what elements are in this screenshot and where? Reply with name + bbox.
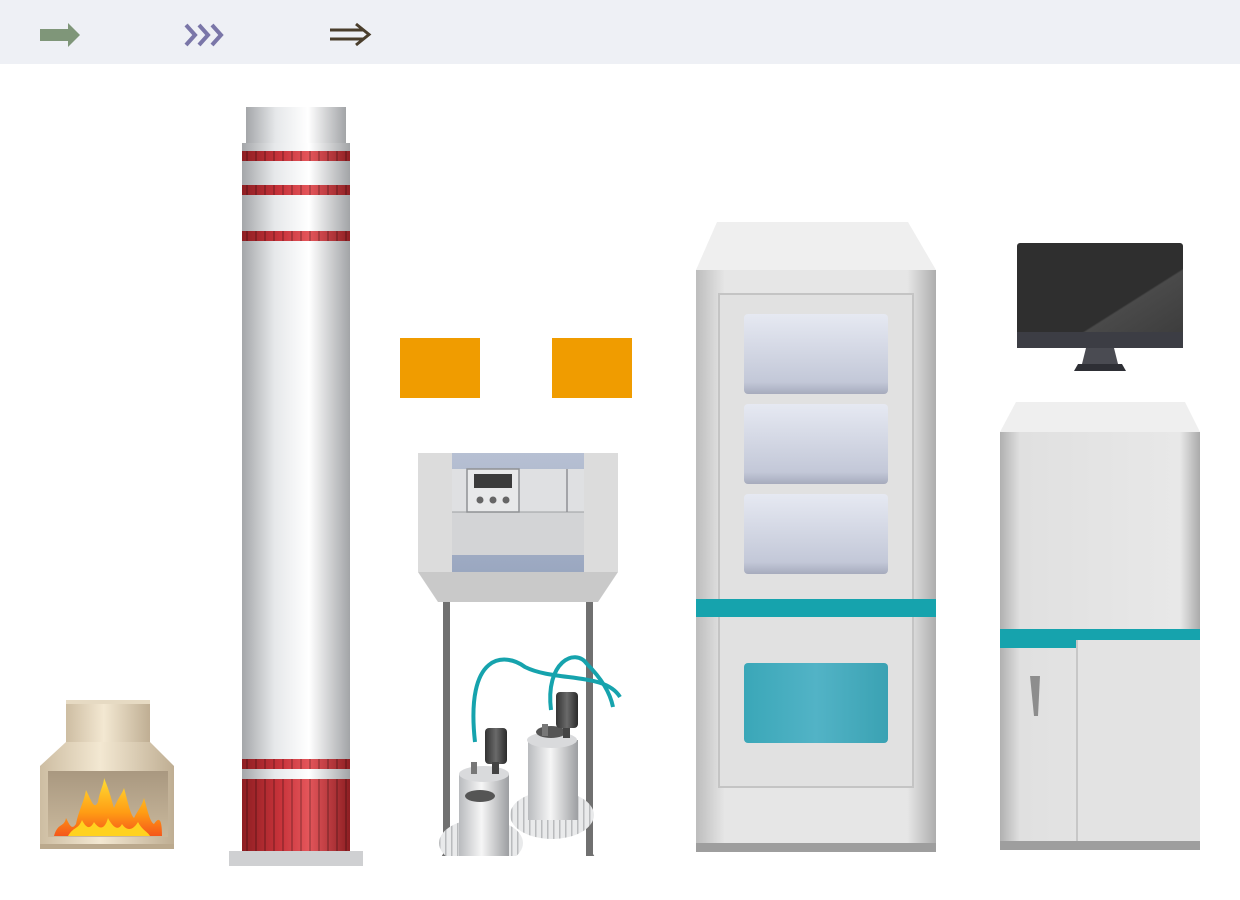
label-placeholder-right[interactable] — [552, 338, 632, 398]
diagram-canvas — [0, 64, 1240, 900]
computer-workstation-icon[interactable] — [998, 240, 1202, 852]
label-placeholder-left[interactable] — [400, 338, 480, 398]
solid-arrow-tool[interactable] — [38, 20, 82, 50]
solid-arrow-icon — [40, 23, 80, 47]
double-line-arrow-tool[interactable] — [328, 20, 372, 50]
triple-chevron-arrow-tool[interactable] — [183, 20, 227, 50]
triple-chevron-arrow-icon — [184, 23, 224, 47]
connector-toolbar — [0, 0, 1240, 64]
furnace-icon[interactable] — [38, 698, 178, 850]
sampling-pump-station-icon[interactable] — [415, 452, 625, 856]
chimney-stack-icon[interactable] — [228, 107, 364, 867]
analyzer-cabinet-icon[interactable] — [695, 221, 937, 853]
double-line-arrow-icon — [330, 22, 372, 47]
